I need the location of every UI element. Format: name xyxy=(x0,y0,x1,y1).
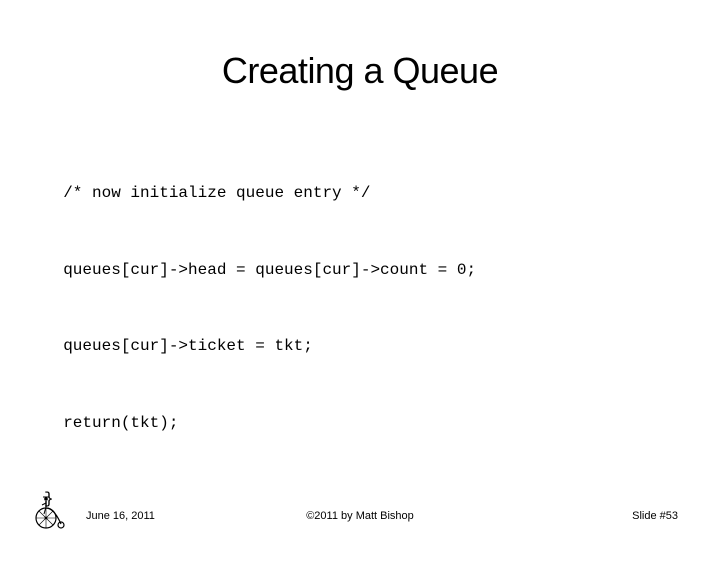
slide-footer: June 16, 2011 ©2011 by Matt Bishop Slide… xyxy=(0,496,720,530)
footer-copyright: ©2011 by Matt Bishop xyxy=(306,510,414,522)
footer-date: June 16, 2011 xyxy=(86,510,155,522)
code-line: return(tkt); xyxy=(44,413,179,432)
code-line: /* now initialize queue entry */ xyxy=(44,184,371,202)
penny-farthing-bicycle-icon xyxy=(35,496,65,529)
slide-title: Creating a Queue xyxy=(221,50,499,91)
code-line: queues[cur]->head = queues[cur]->count =… xyxy=(44,260,477,279)
slide: Creating a Queue /* now initialize queue… xyxy=(0,50,720,530)
code-line: queues[cur]->ticket = tkt; xyxy=(44,337,313,355)
slide-number: Slide #53 xyxy=(632,510,678,522)
code-block: /* now initialize queue entry */ queues[… xyxy=(44,130,476,564)
code-line: } xyxy=(44,490,54,508)
